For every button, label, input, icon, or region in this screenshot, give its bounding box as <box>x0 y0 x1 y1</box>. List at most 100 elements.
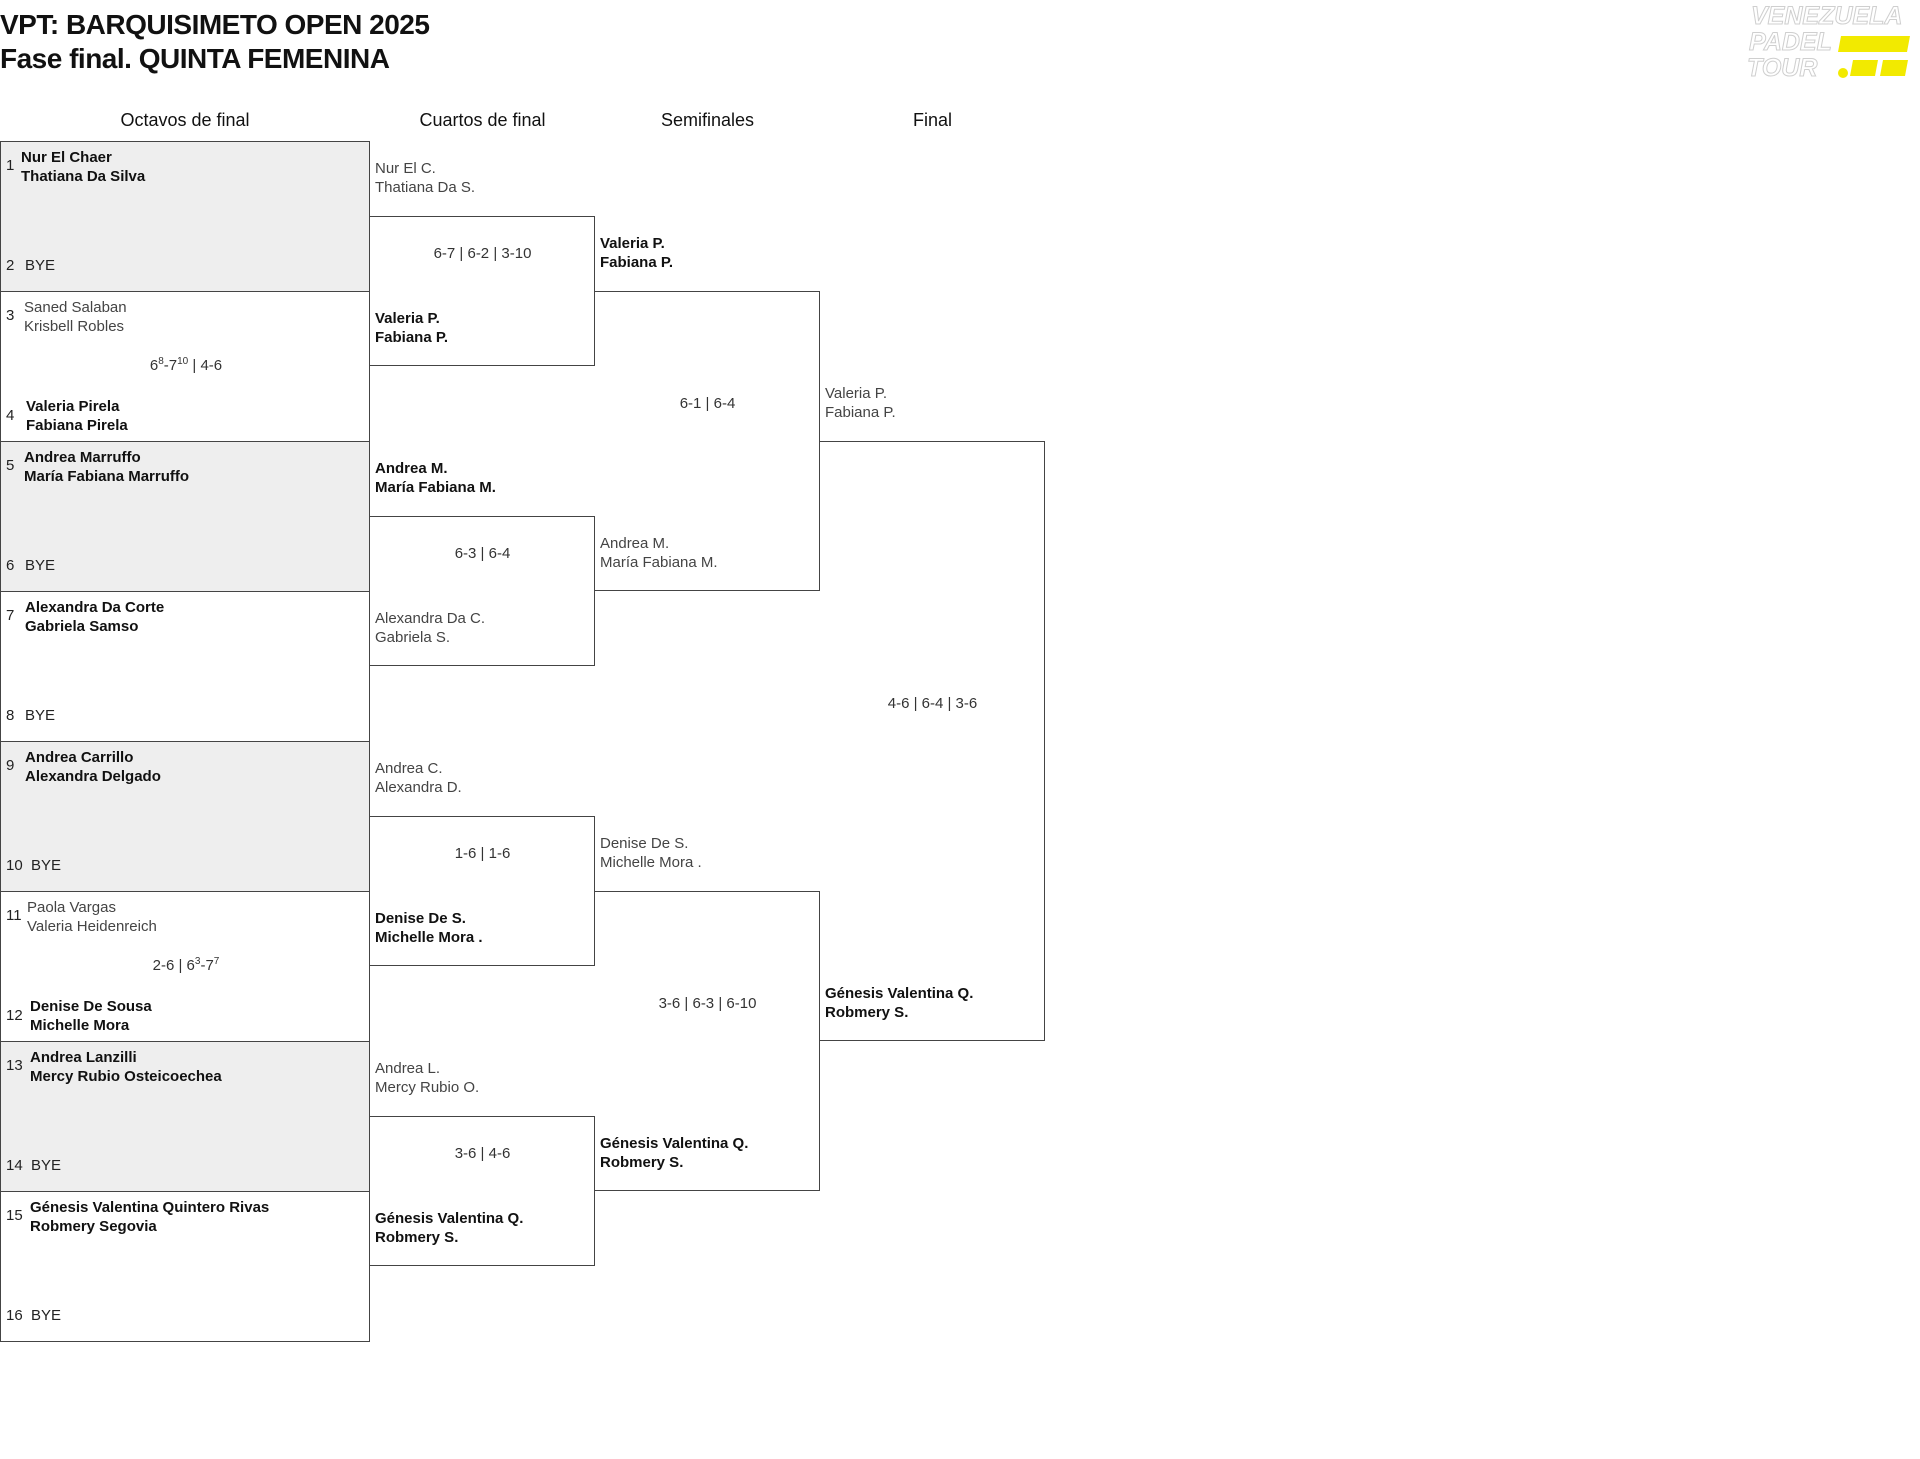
player-name: Andrea M. <box>375 460 448 477</box>
match-score: 3-6 | 4-6 <box>454 1145 511 1162</box>
match-score: 2-6 | 63-77 <box>152 956 220 975</box>
player-name: Alexandra Delgado <box>25 768 161 785</box>
cuartos-team-5: Andrea C. Alexandra D. <box>375 759 462 797</box>
seed-number: 16 <box>6 1307 23 1324</box>
player-name: Génesis Valentina Q. <box>825 985 974 1002</box>
seed-number: 9 <box>6 757 15 774</box>
octavos-match-6: 11 Paola Vargas Valeria Heidenreich 2-6 … <box>0 891 370 1042</box>
seed-number: 5 <box>6 457 15 474</box>
seed-number: 10 <box>6 857 23 874</box>
semifinal-team-3: Denise De S. Michelle Mora . <box>600 834 702 872</box>
player-name: Andrea Carrillo <box>25 749 134 766</box>
cuartos-team-6: Denise De S. Michelle Mora . <box>375 909 483 947</box>
player-name: Andrea M. <box>600 535 670 552</box>
player-name: Thatiana Da S. <box>375 179 476 196</box>
page-title: VPT: BARQUISIMETO OPEN 2025 <box>0 9 430 40</box>
seed-number: 4 <box>6 407 15 424</box>
seed-number: 14 <box>6 1157 23 1174</box>
semifinal-team-1: Valeria P. Fabiana P. <box>600 234 673 272</box>
player-name: Gabriela Samso <box>25 618 139 635</box>
bye-label: BYE <box>25 707 56 724</box>
round-title-semifinales: Semifinales <box>660 110 755 130</box>
octavos-match-8: 15 Génesis Valentina Quintero Rivas Robm… <box>0 1191 370 1342</box>
match-score: 1-6 | 1-6 <box>454 845 511 862</box>
final-score: 4-6 | 6-4 | 3-6 <box>887 695 978 712</box>
player-name: Robmery S. <box>375 1229 459 1246</box>
logo-accent-stripe <box>1838 36 1910 52</box>
octavos-match-2: 3 Saned Salaban Krisbell Robles 68-710 |… <box>0 291 370 442</box>
octavos-match-7: 13 Andrea Lanzilli Mercy Rubio Osteicoec… <box>0 1041 370 1192</box>
player-name: Robmery S. <box>600 1154 684 1171</box>
cuartos-team-8: Génesis Valentina Q. Robmery S. <box>375 1209 523 1247</box>
player-name: Robmery Segovia <box>30 1218 157 1235</box>
player-name: Mercy Rubio O. <box>375 1079 480 1096</box>
player-name: Michelle Mora . <box>600 854 702 871</box>
seed-number: 2 <box>6 257 15 274</box>
match-score: 68-710 | 4-6 <box>149 356 223 375</box>
player-name: Génesis Valentina Q. <box>600 1135 749 1152</box>
page-subtitle: Fase final. QUINTA FEMENINA <box>0 43 390 74</box>
player-name: Denise De S. <box>600 835 689 852</box>
player-name: Krisbell Robles <box>24 318 125 335</box>
player-name: María Fabiana M. <box>600 554 718 571</box>
cuartos-team-1: Nur El C. Thatiana Da S. <box>375 159 475 197</box>
octavos-match-1: 1 Nur El Chaer Thatiana Da Silva 2 BYE <box>0 141 370 292</box>
seed-number: 8 <box>6 707 15 724</box>
player-name: Fabiana P. <box>825 404 896 421</box>
player-name: Fabiana P. <box>375 329 449 346</box>
cuartos-connector-4 <box>370 1116 595 1266</box>
round-title-octavos: Octavos de final <box>120 110 250 130</box>
match-score: 6-7 | 6-2 | 3-10 <box>433 245 532 262</box>
seed-number: 12 <box>6 1007 23 1024</box>
player-name: Génesis Valentina Q. <box>375 1210 524 1227</box>
player-name: Thatiana Da Silva <box>21 168 146 185</box>
venezuela-padel-tour-logo: VENEZUELA PADEL TOUR <box>1747 2 1910 82</box>
bye-label: BYE <box>31 1157 62 1174</box>
semifinal-connector-1 <box>595 291 820 591</box>
octavos-match-5: 9 Andrea Carrillo Alexandra Delgado 10 B… <box>0 741 370 892</box>
player-name: María Fabiana Marruffo <box>24 468 190 485</box>
player-name: Michelle Mora <box>30 1017 130 1034</box>
bye-label: BYE <box>25 257 56 274</box>
semifinal-team-4: Génesis Valentina Q. Robmery S. <box>600 1134 748 1172</box>
player-name: Alexandra Da C. <box>375 610 486 627</box>
seed-number: 6 <box>6 557 15 574</box>
round-title-cuartos: Cuartos de final <box>419 110 546 130</box>
player-name: Robmery S. <box>825 1004 909 1021</box>
cuartos-team-3: Andrea M. María Fabiana M. <box>375 459 496 497</box>
player-name: Fabiana P. <box>600 254 674 271</box>
bye-label: BYE <box>25 557 56 574</box>
player-name: Saned Salaban <box>24 299 127 316</box>
player-name: Denise De S. <box>375 910 466 927</box>
player-name: Gabriela S. <box>375 629 451 646</box>
player-name: Nur El Chaer <box>21 149 112 166</box>
match-score: 6-1 | 6-4 <box>679 395 736 412</box>
final-team-1: Valeria P. Fabiana P. <box>825 384 896 422</box>
bye-label: BYE <box>31 1307 62 1324</box>
logo-text-1: VENEZUELA <box>1751 2 1902 30</box>
player-name: Valeria P. <box>600 235 665 252</box>
seed-number: 15 <box>6 1207 23 1224</box>
semifinal-connector-2 <box>595 891 820 1191</box>
match-score: 3-6 | 6-3 | 6-10 <box>658 995 757 1012</box>
player-name: Andrea C. <box>375 760 443 777</box>
player-name: Paola Vargas <box>27 899 116 916</box>
round-title-final: Final <box>912 110 952 130</box>
player-name: María Fabiana M. <box>375 479 496 496</box>
player-name: Alexandra D. <box>375 779 462 796</box>
player-name: Valeria P. <box>825 385 887 402</box>
player-name: Denise De Sousa <box>30 998 152 1015</box>
seed-number: 3 <box>6 307 15 324</box>
final-team-2: Génesis Valentina Q. Robmery S. <box>825 984 973 1022</box>
player-name: Valeria Heidenreich <box>27 918 157 935</box>
seed-number: 13 <box>6 1057 23 1074</box>
bye-label: BYE <box>31 857 62 874</box>
cuartos-team-2: Valeria P. Fabiana P. <box>375 309 448 347</box>
cuartos-connector-2 <box>370 516 595 666</box>
player-name: Andrea Lanzilli <box>30 1049 137 1066</box>
player-name: Génesis Valentina Quintero Rivas <box>30 1199 270 1216</box>
cuartos-connector-1 <box>370 216 595 366</box>
player-name: Mercy Rubio Osteicoechea <box>30 1068 222 1085</box>
octavos-match-4: 7 Alexandra Da Corte Gabriela Samso 8 BY… <box>0 591 370 742</box>
match-score: 6-3 | 6-4 <box>454 545 511 562</box>
